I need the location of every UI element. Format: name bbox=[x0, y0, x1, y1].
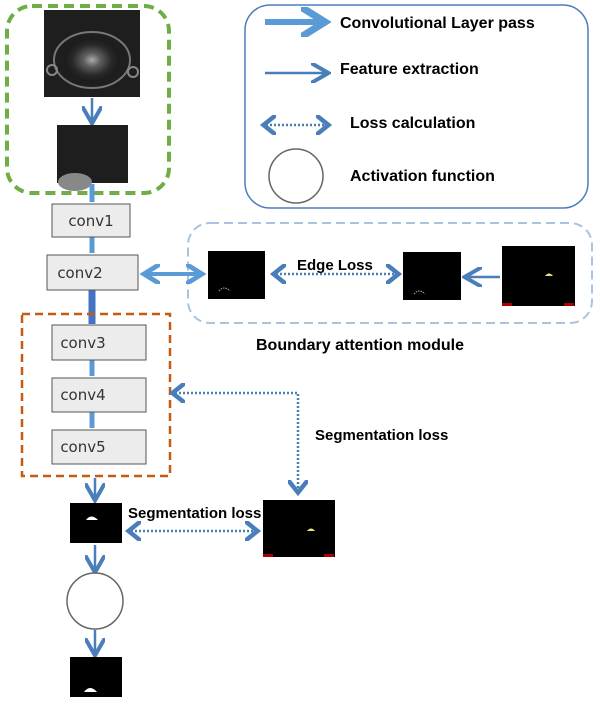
ground-truth-mask-image bbox=[502, 246, 575, 306]
conv4-block: conv4 bbox=[51, 377, 147, 413]
conv1-block: conv1 bbox=[51, 203, 131, 238]
svg-text:conv1: conv1 bbox=[68, 212, 113, 230]
edge-loss-label: Edge Loss bbox=[297, 257, 373, 274]
svg-text:conv4: conv4 bbox=[60, 386, 105, 404]
segmentation-loss-arrow bbox=[175, 393, 298, 490]
conv5-block: conv5 bbox=[51, 429, 147, 465]
segmentation-output-image bbox=[70, 503, 122, 543]
boundary-module-title: Boundary attention module bbox=[256, 337, 464, 354]
edge-prediction-image bbox=[208, 251, 265, 299]
legend-box bbox=[244, 4, 589, 209]
svg-text:conv2: conv2 bbox=[57, 264, 102, 282]
legend-feature-extraction: Feature extraction bbox=[340, 61, 479, 78]
legend-activation-function: Activation function bbox=[350, 168, 495, 185]
segmentation-loss-label: Segmentation loss bbox=[315, 427, 448, 444]
input-mri-image bbox=[44, 10, 140, 97]
conv3-block: conv3 bbox=[51, 324, 147, 361]
cropped-mri-image bbox=[57, 125, 128, 191]
edge-ground-truth-image bbox=[403, 252, 461, 300]
activation-function-node bbox=[66, 572, 124, 630]
svg-text:conv5: conv5 bbox=[60, 438, 105, 456]
legend: Convolutional Layer pass Feature extract… bbox=[244, 4, 589, 209]
segmentation-loss-label-bottom: Segmentation loss bbox=[128, 505, 261, 522]
svg-text:conv3: conv3 bbox=[60, 334, 105, 352]
input-group-box bbox=[5, 4, 171, 195]
boundary-module-box bbox=[187, 222, 593, 324]
circle-icon bbox=[268, 148, 324, 204]
legend-loss-calculation: Loss calculation bbox=[350, 115, 475, 132]
legend-conv-pass: Convolutional Layer pass bbox=[340, 15, 535, 32]
final-output-image bbox=[70, 657, 122, 697]
conv2-block: conv2 bbox=[46, 254, 139, 291]
segmentation-ground-truth-image bbox=[263, 500, 335, 557]
